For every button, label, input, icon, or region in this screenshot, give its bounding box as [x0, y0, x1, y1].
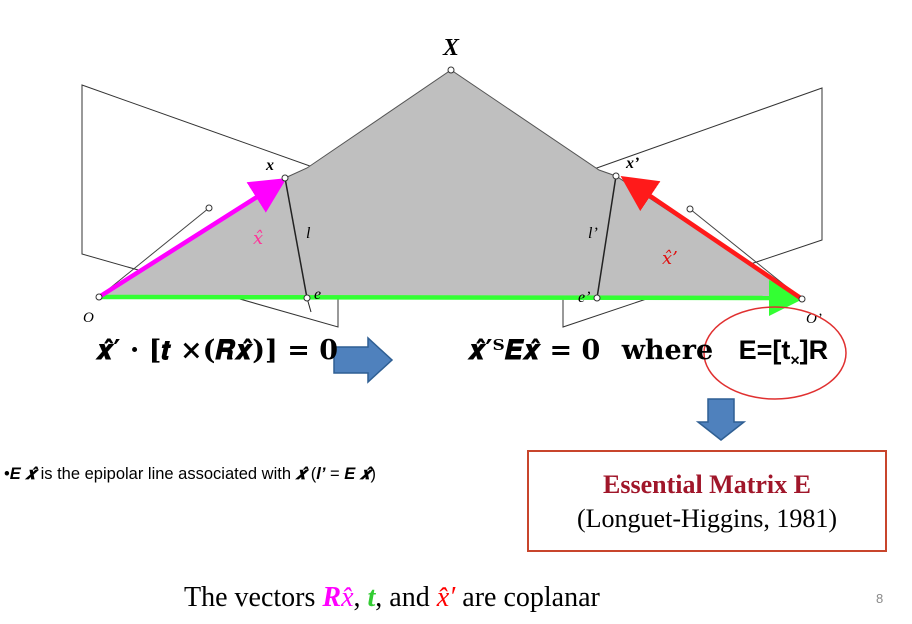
bullet-eq: = [325, 465, 345, 483]
essential-equation: 𝒙̂′ᵀ𝑬𝒙̂ = 0 where E=[t×]R [468, 335, 828, 370]
essential-highlight-circle [703, 306, 847, 400]
footer-suffix: are coplanar [455, 582, 600, 613]
point-left-ray-end [205, 204, 213, 212]
bullet-dot: • [4, 465, 10, 483]
label-lprime: l’ [588, 225, 598, 242]
label-X: X [442, 35, 460, 61]
ray-xhat [97, 178, 287, 299]
left-epipolar-line [284, 177, 308, 299]
bullet-E: E [9, 465, 21, 483]
point-Oprime [798, 295, 806, 303]
footer-prefix: The vectors [184, 582, 323, 613]
eq-t-cross: 𝒕 ×( [161, 335, 216, 366]
eq-essential-main: 𝒙̂′ᵀ𝑬𝒙̂ = 0 [468, 335, 601, 366]
label-eprime: e’ [578, 289, 590, 306]
eq-dot-bracket: · [ [120, 335, 162, 366]
down-arrow-icon [695, 398, 747, 441]
bullet-epipolar-line: •E 𝒙̂ is the epipolar line associated wi… [4, 465, 376, 484]
bullet-paren-close: ) [370, 465, 377, 483]
page-number: 8 [876, 591, 884, 606]
label-O: O [83, 310, 94, 326]
right-arrow-icon [333, 336, 394, 384]
bullet-paren-open: ( [306, 465, 317, 483]
point-right-ray-end [686, 205, 694, 213]
label-Oprime: O’ [806, 311, 822, 327]
eq-E-end: ]R [799, 335, 829, 365]
point-X [447, 66, 455, 74]
right-epipolar-line [596, 175, 617, 299]
footer-xhatprime: x̂′ [436, 582, 456, 613]
eq-Rx: 𝑹𝒙̂ [215, 335, 253, 366]
eq-E-def: E=[t [738, 335, 791, 365]
label-e: e [314, 286, 321, 303]
essential-matrix-citation: (Longuet-Higgins, 1981) [577, 504, 837, 533]
bullet-xhat2: 𝒙̂ [295, 465, 307, 483]
eq-close: )] = 0 [252, 335, 339, 366]
point-xprime [612, 172, 620, 180]
footer-xhat: x̂ [341, 582, 354, 613]
label-xhatprime: x̂’ [662, 248, 678, 269]
coplanar-statement: The vectors Rx̂, t, and x̂′ are coplanar [184, 582, 600, 614]
essential-matrix-box: Essential Matrix E (Longuet-Higgins, 198… [527, 450, 887, 552]
label-x: x [265, 157, 274, 174]
eq-xhatprime: 𝒙̂′ [96, 335, 121, 366]
footer-R: R [322, 582, 342, 613]
essential-matrix-title: Essential Matrix E [603, 470, 811, 499]
label-xhat: x̂ [253, 228, 263, 249]
left-plane-ray [98, 207, 210, 298]
bullet-text: is the epipolar line associated with [36, 465, 296, 483]
point-e [303, 294, 311, 302]
point-x [281, 174, 289, 182]
eq-where: where [621, 335, 714, 366]
bullet-xhat3: 𝒙̂ [359, 465, 371, 483]
point-O [95, 293, 103, 301]
footer-comma: , [353, 582, 368, 613]
bullet-lprime: l’ [316, 465, 326, 483]
eq-E-sub: × [790, 352, 800, 370]
label-xprime: x’ [625, 155, 639, 172]
eq-E-definition: E=[t×]R [738, 335, 829, 369]
bullet-E2: E [344, 465, 356, 483]
label-l: l [306, 225, 311, 242]
bullet-xhat: 𝒙̂ [25, 465, 37, 483]
coplanarity-equation: 𝒙̂′ · [𝒕 ×(𝑹𝒙̂)] = 0 [96, 335, 338, 367]
ray-xhatprime [620, 175, 804, 301]
footer-and: , and [375, 582, 437, 613]
baseline-t [98, 279, 805, 316]
point-eprime [593, 294, 601, 302]
footer-t: t [367, 582, 376, 613]
